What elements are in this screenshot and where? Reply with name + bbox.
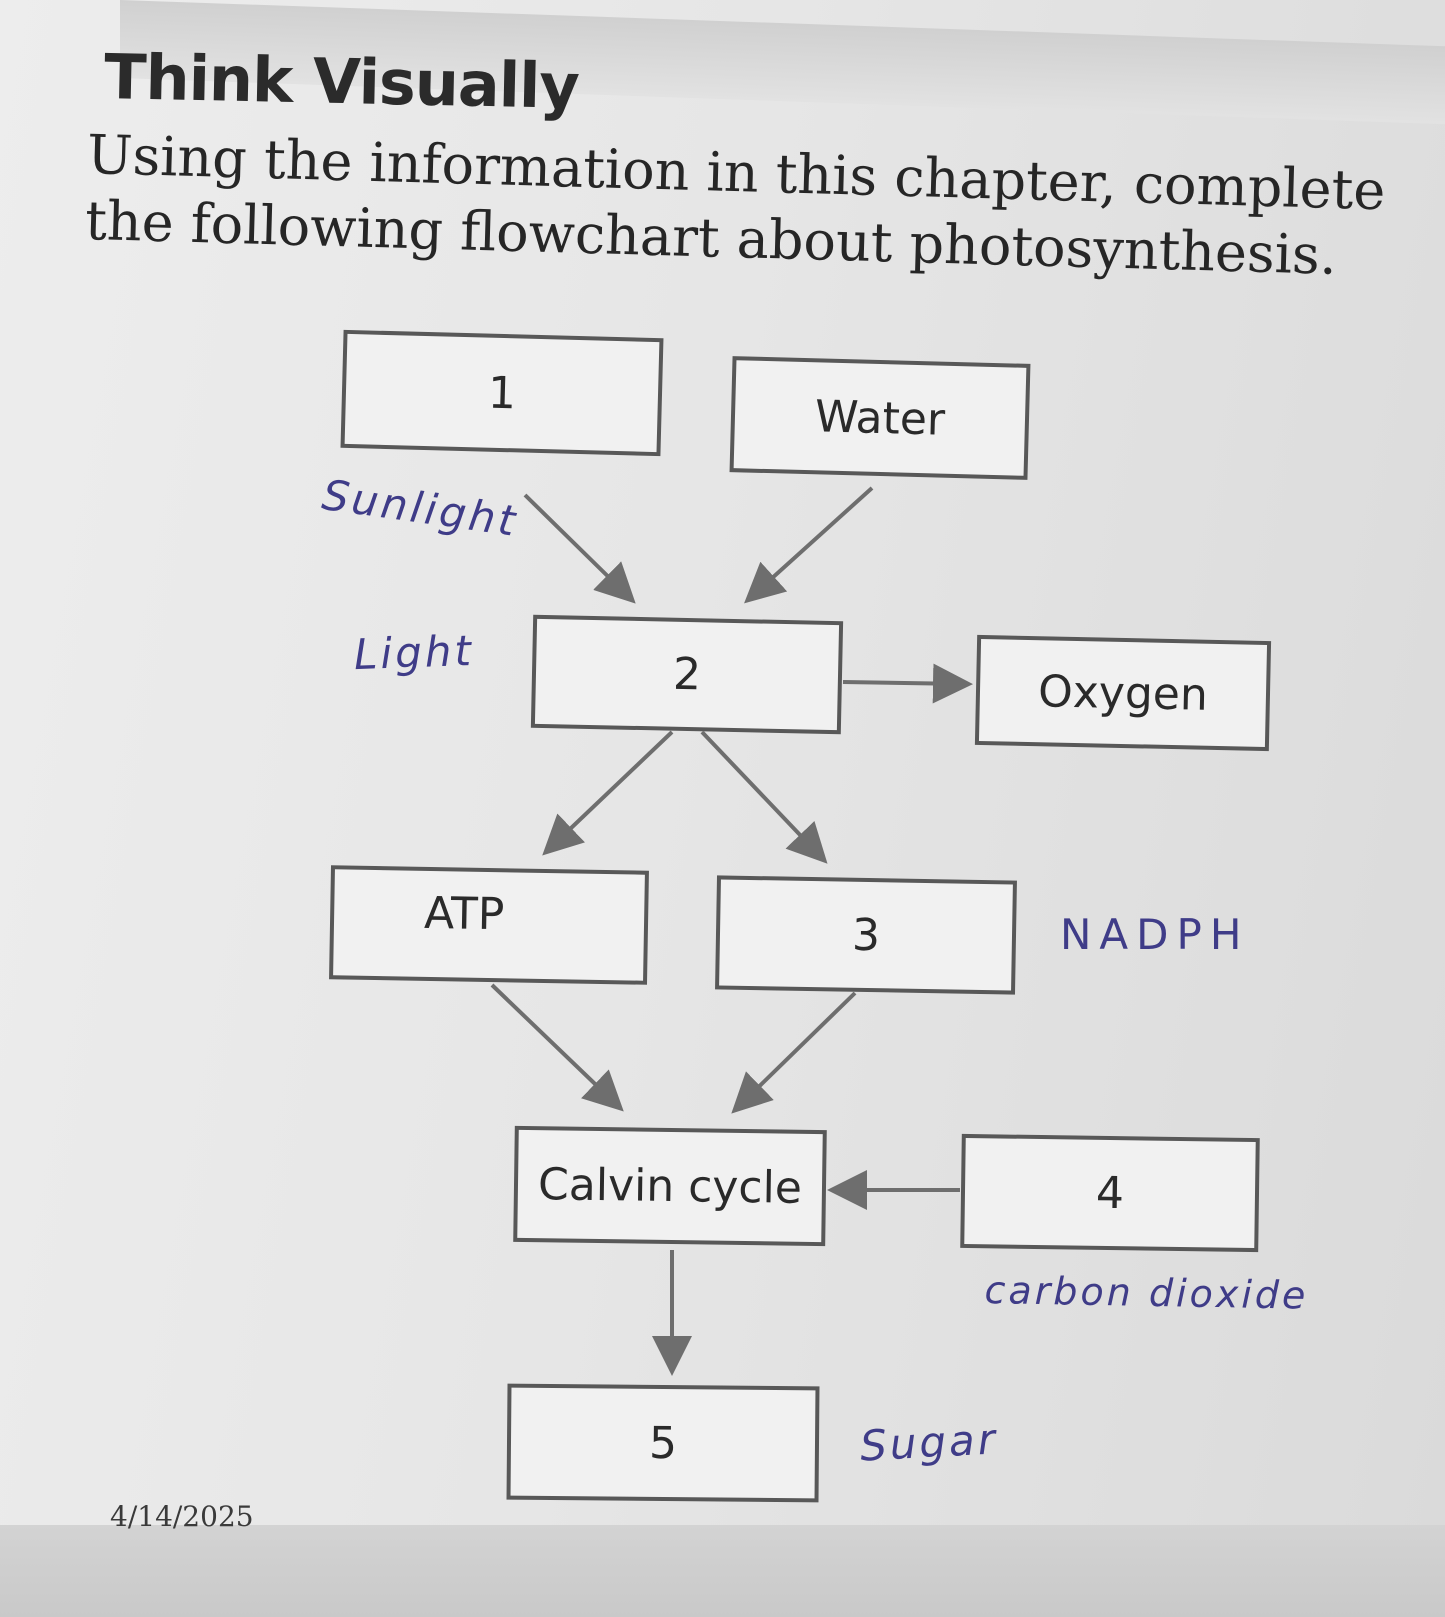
flowchart-box-atp: ATP	[329, 865, 649, 985]
box-label: 1	[487, 367, 517, 419]
flowchart-box-1: 1	[340, 329, 664, 457]
flowchart-box-2: 2	[530, 614, 844, 735]
box-label: 2	[672, 648, 702, 701]
handwritten-answer-4: carbon dioxide	[984, 1268, 1309, 1318]
arrow-1-to-2	[523, 493, 636, 604]
handwritten-answer-2: Light	[353, 625, 475, 680]
arrow-3-to-calvin	[731, 991, 857, 1114]
box-label: 5	[648, 1417, 678, 1469]
page-bottom-shadow	[0, 1525, 1445, 1617]
handwritten-answer-5: Sugar	[858, 1414, 1000, 1471]
page-date: 4/14/2025	[110, 1500, 254, 1533]
box-label: ATP	[423, 887, 505, 940]
flowchart-box-oxygen: Oxygen	[974, 634, 1272, 752]
flowchart-box-water: Water	[729, 356, 1031, 480]
flowchart-box-calvin-cycle: Calvin cycle	[513, 1125, 827, 1247]
box-label: 4	[1095, 1167, 1125, 1219]
arrow-2-to-atp	[542, 730, 674, 856]
arrow-atp-to-calvin	[490, 983, 624, 1112]
box-label: 3	[851, 909, 881, 961]
flowchart-box-4: 4	[960, 1133, 1260, 1253]
box-label: Oxygen	[1037, 665, 1209, 721]
flowchart-box-3: 3	[715, 875, 1017, 995]
box-label: Water	[814, 390, 946, 446]
box-label: Calvin cycle	[537, 1158, 803, 1214]
handwritten-answer-3: NADPH	[1060, 910, 1250, 959]
flowchart-box-5: 5	[506, 1383, 820, 1503]
arrow-2-to-3	[700, 730, 828, 864]
arrow-water-to-2	[744, 486, 874, 604]
arrow-2-to-oxygen	[842, 663, 973, 704]
